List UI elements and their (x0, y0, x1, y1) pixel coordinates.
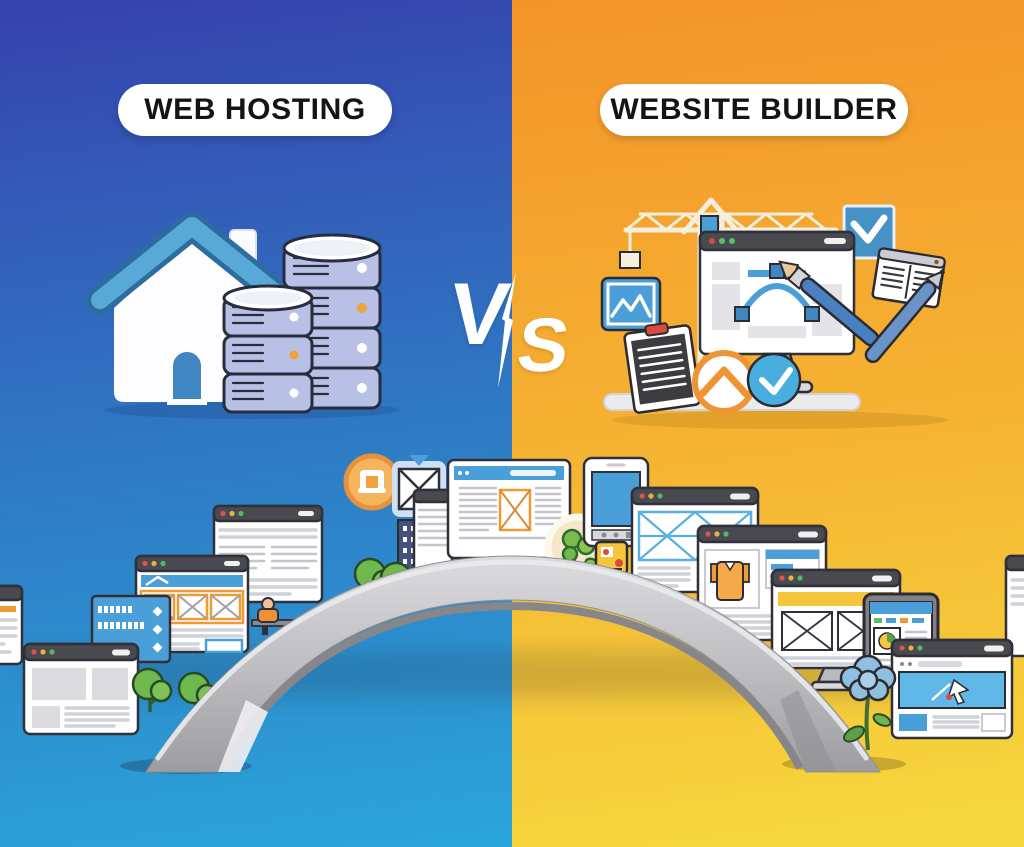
pen-cursor-icon (931, 678, 970, 705)
web-hosting-label: WEB HOSTING (144, 93, 366, 126)
pen-tool-icon (734, 263, 820, 322)
browser-window-small-partial (412, 488, 454, 576)
paintbrush-icon (778, 260, 880, 347)
gauge-icon (746, 352, 802, 408)
badge-icon (343, 453, 401, 511)
vs-slash-icon (498, 272, 516, 388)
flower-icon (839, 654, 897, 751)
shirt-icon (710, 561, 750, 601)
browser-window-right-edge (1004, 554, 1024, 658)
website-builder-label: WEBSITE BUILDER (610, 93, 898, 126)
builder-illustration (600, 197, 948, 429)
vs-badge: V S (444, 262, 594, 402)
checkmark (850, 214, 888, 244)
server-stack-back-icon (282, 233, 382, 410)
smartphone-icon (582, 456, 650, 548)
web-hosting-pill: WEB HOSTING (118, 84, 392, 136)
browser-window-design (890, 638, 1014, 740)
bridge-scene (0, 453, 1024, 774)
browser-window-front-left (22, 642, 140, 736)
scene-shadow (612, 411, 948, 429)
drafting-pen-icon (864, 269, 945, 364)
worker-icon (251, 597, 295, 635)
hosting-illustration (86, 212, 400, 419)
server-stack-front-icon (222, 284, 314, 414)
clipboard-icon (623, 322, 702, 414)
hanging-frame-icon (600, 276, 662, 332)
bridge (145, 555, 881, 773)
browser-window-left-edge (0, 584, 24, 666)
envelope-icon (692, 350, 756, 414)
website-builder-pill: WEBSITE BUILDER (600, 84, 908, 136)
